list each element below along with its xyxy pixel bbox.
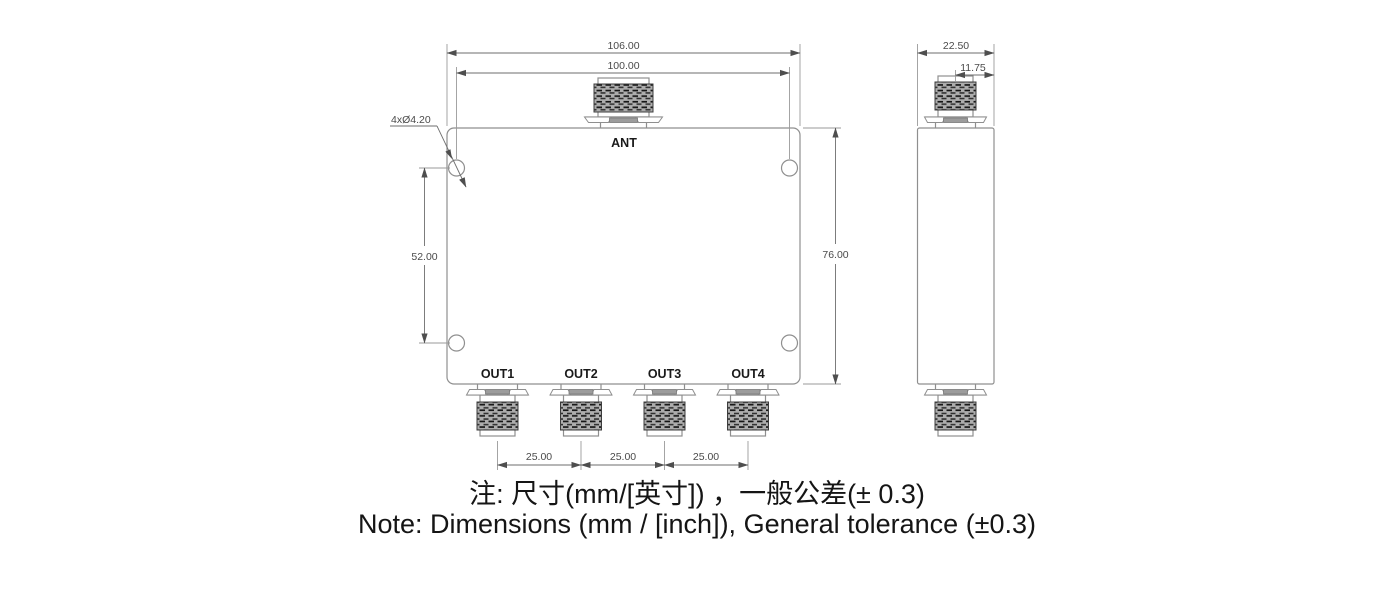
dim-connector-offset-text: 11.75: [960, 62, 986, 74]
notes: 注: 尺寸(mm/[英寸]) ，一般公差(± 0.3) Note: Dimens…: [358, 479, 1036, 539]
dim-hole-span: 100.00: [456, 60, 790, 159]
side-view: [916, 75, 995, 437]
note-line-zh: 注: 尺寸(mm/[英寸]) ，一般公差(± 0.3): [469, 479, 925, 509]
dim-depth: 22.50: [917, 40, 995, 126]
front-body-outline: [446, 127, 801, 385]
mounting-hole-bottom-right: [780, 334, 799, 352]
side-bottom-connector: [923, 383, 988, 437]
dim-height-text: 76.00: [822, 249, 848, 261]
out3-connector: [632, 383, 697, 437]
out2-port-label: OUT2: [564, 367, 597, 381]
dim-pitch2-text: 25.00: [610, 451, 636, 463]
side-top-connector: [923, 75, 988, 129]
out2-connector: [549, 383, 613, 437]
out1-connector: [465, 383, 530, 437]
dim-pitch1-text: 25.00: [526, 451, 552, 463]
leader-mid-arrow: [445, 149, 452, 159]
dim-overall-width-text: 106.00: [607, 40, 639, 52]
dim-connector-offset: 11.75: [955, 62, 995, 82]
side-body-outline: [916, 127, 995, 385]
dim-hole-vertical: 52.00: [411, 167, 450, 344]
out3-port-label: OUT3: [648, 367, 681, 381]
out4-port-label: OUT4: [731, 367, 764, 381]
dim-hole-vertical-text: 52.00: [411, 251, 437, 263]
dim-pitch3-text: 25.00: [693, 451, 719, 463]
front-view: ANT OUT1 OUT2 OUT3 OUT4: [446, 77, 801, 437]
dim-port-pitch: 25.00 25.00 25.00: [497, 441, 749, 470]
dim-hole-span-text: 100.00: [607, 60, 639, 72]
dim-overall-width: 106.00: [446, 40, 801, 126]
dim-height: 76.00: [803, 127, 849, 385]
mounting-hole-bottom-left: [447, 334, 466, 352]
hole-callout-text: 4xØ4.20: [391, 114, 431, 126]
ant-connector: [583, 77, 664, 129]
ant-port-label: ANT: [611, 136, 637, 150]
hole-callout: 4xØ4.20: [390, 114, 467, 188]
dim-depth-text: 22.50: [943, 40, 969, 52]
out4-connector: [716, 383, 780, 437]
note-line-en: Note: Dimensions (mm / [inch]), General …: [358, 509, 1036, 539]
out1-port-label: OUT1: [481, 367, 514, 381]
dimensions: 106.00 100.00 22.50 11.75 52: [390, 40, 995, 470]
mounting-hole-top-right: [780, 159, 799, 177]
